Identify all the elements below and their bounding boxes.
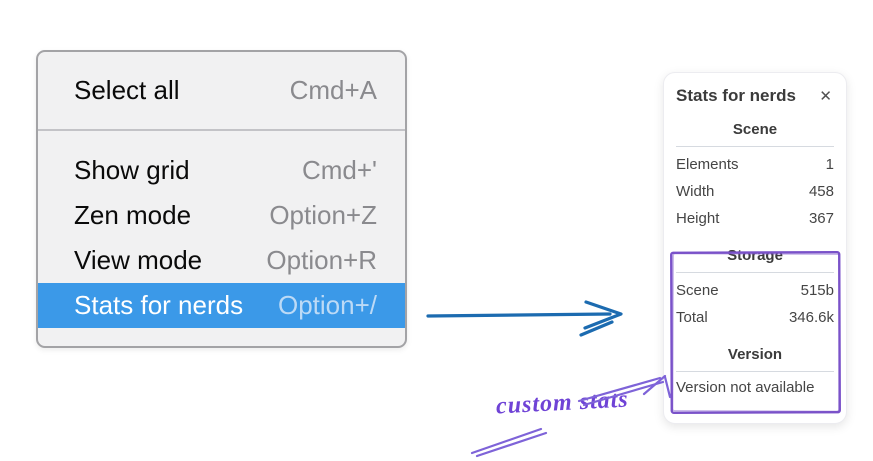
section-divider	[676, 272, 834, 273]
stat-row-total-storage: Total 346.6k	[674, 304, 836, 331]
menu-item-stats-for-nerds[interactable]: Stats for nerds Option+/	[38, 283, 405, 328]
stat-label: Elements	[676, 156, 739, 173]
menu-item-label: Stats for nerds	[74, 290, 244, 320]
menu-item-view-mode[interactable]: View mode Option+R	[38, 238, 405, 283]
menu-divider	[38, 129, 405, 131]
section-divider	[676, 371, 834, 372]
stat-label: Scene	[676, 282, 719, 299]
section-heading: Storage	[727, 247, 783, 264]
stat-row-width: Width 458	[674, 178, 836, 205]
context-menu: Select all Cmd+A Show grid Cmd+' Zen mod…	[36, 50, 407, 348]
stat-label: Width	[676, 183, 715, 200]
close-icon: ✕	[819, 87, 832, 105]
menu-item-select-all[interactable]: Select all Cmd+A	[38, 52, 405, 129]
stat-row-height: Height 367	[674, 205, 836, 232]
panel-title: Stats for nerds	[676, 86, 796, 105]
menu-item-label: View mode	[74, 245, 203, 275]
menu-item-label: Select all	[74, 75, 180, 105]
section-version: Version Version not available	[674, 346, 836, 399]
menu-group: Show grid Cmd+' Zen mode Option+Z View m…	[38, 131, 405, 328]
menu-item-shortcut: Cmd+'	[301, 155, 377, 185]
annotation-custom-stats-label: custom stats	[495, 386, 630, 420]
menu-item-shortcut: Option+/	[277, 290, 377, 320]
menu-item-show-grid[interactable]: Show grid Cmd+'	[38, 148, 405, 193]
stat-row-elements: Elements 1	[674, 151, 836, 178]
section-heading: Scene	[732, 121, 778, 138]
stat-value: 458	[808, 183, 834, 200]
menu-item-shortcut: Cmd+A	[289, 75, 377, 105]
section-scene: Scene Elements 1 Width 458 Height 367	[674, 121, 836, 232]
menu-item-label: Show grid	[74, 155, 190, 185]
close-button[interactable]: ✕	[817, 87, 834, 106]
menu-item-label: Zen mode	[74, 200, 192, 230]
section-storage: Storage Scene 515b Total 346.6k	[674, 247, 836, 331]
version-note: Version not available	[676, 379, 815, 396]
menu-item-shortcut: Option+Z	[269, 200, 377, 230]
stats-panel: Stats for nerds ✕ Scene Elements 1 Width…	[663, 72, 847, 424]
section-divider	[676, 146, 834, 147]
stat-row-scene-storage: Scene 515b	[674, 277, 836, 304]
section-heading: Version	[727, 346, 783, 363]
flow-arrow	[426, 300, 623, 337]
stats-panel-header: Stats for nerds ✕	[674, 86, 836, 106]
stat-value: 515b	[800, 282, 834, 299]
stat-value: 367	[808, 210, 834, 227]
menu-item-zen-mode[interactable]: Zen mode Option+Z	[38, 193, 405, 238]
stat-label: Height	[676, 210, 720, 227]
stat-label: Total	[676, 309, 708, 326]
stat-value: 346.6k	[788, 309, 834, 326]
stat-value: 1	[825, 156, 834, 173]
menu-item-shortcut: Option+R	[266, 245, 377, 275]
